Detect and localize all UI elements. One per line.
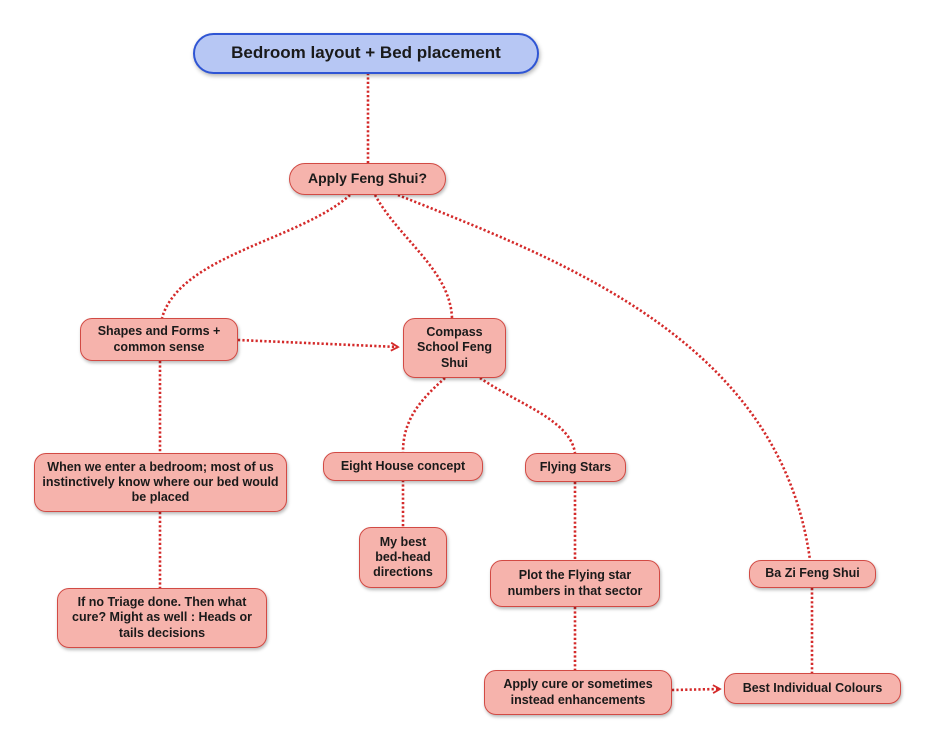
plot-flying-star-node: Plot the Flying star numbers in that sec… xyxy=(490,560,660,607)
connector-shapes-to-compass xyxy=(237,338,400,352)
connector-apply-cure-to-best-colours xyxy=(671,684,722,694)
best-colours-label: Best Individual Colours xyxy=(742,680,883,695)
shapes-forms-label: Shapes and Forms + common sense xyxy=(97,324,221,354)
bedroom-instinct-label: When we enter a bedroom; most of us inst… xyxy=(42,459,279,505)
connector-compass-to-flying-stars xyxy=(479,376,577,454)
apply-feng-shui-node: Apply Feng Shui? xyxy=(289,163,446,195)
connector-apply-to-bazi xyxy=(397,193,812,561)
ba-zi-label: Ba Zi Feng Shui xyxy=(765,566,860,581)
no-triage-label: If no Triage done. Then what cure? Might… xyxy=(72,595,252,640)
connector-compass-to-eight-house xyxy=(401,377,446,453)
no-triage-node: If no Triage done. Then what cure? Might… xyxy=(57,588,267,648)
flying-stars-label: Flying Stars xyxy=(539,459,612,474)
best-bed-head-node: My best bed-head directions xyxy=(359,527,447,588)
apply-feng-shui-label: Apply Feng Shui? xyxy=(308,170,427,187)
root-node: Bedroom layout + Bed placement xyxy=(193,33,539,74)
plot-flying-star-label: Plot the Flying star numbers in that sec… xyxy=(507,568,643,598)
shapes-forms-node: Shapes and Forms + common sense xyxy=(80,318,238,361)
compass-school-node: Compass School Feng Shui xyxy=(403,318,506,378)
eight-house-node: Eight House concept xyxy=(323,452,483,481)
ba-zi-node: Ba Zi Feng Shui xyxy=(749,560,876,588)
best-bed-head-label: My best bed-head directions xyxy=(373,534,433,580)
root-node-label: Bedroom layout + Bed placement xyxy=(231,43,501,63)
best-colours-node: Best Individual Colours xyxy=(724,673,901,704)
flying-stars-node: Flying Stars xyxy=(525,453,626,482)
apply-cure-label: Apply cure or sometimes instead enhancem… xyxy=(503,677,653,707)
compass-school-label: Compass School Feng Shui xyxy=(417,325,492,370)
connector-apply-to-shapes xyxy=(160,194,351,319)
apply-cure-node: Apply cure or sometimes instead enhancem… xyxy=(484,670,672,715)
connector-apply-to-compass xyxy=(373,194,454,319)
eight-house-label: Eight House concept xyxy=(340,458,466,473)
bedroom-instinct-node: When we enter a bedroom; most of us inst… xyxy=(34,453,287,512)
